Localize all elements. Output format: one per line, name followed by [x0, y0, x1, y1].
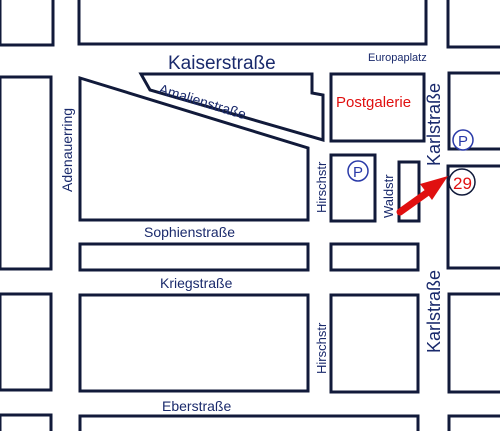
- street-label-hirschstr-lower: Hirschstr: [314, 322, 329, 374]
- block-top-left: [0, 0, 55, 47]
- block-top-middle: [77, 0, 428, 46]
- block-left-west: [0, 75, 53, 271]
- street-label-hirschstr-upper: Hirschstr: [314, 161, 329, 213]
- block-amalien-sophien: [78, 75, 310, 222]
- street-label-europaplatz: Europaplatz: [368, 52, 427, 64]
- street-label-sophienstrasse: Sophienstraße: [144, 224, 235, 240]
- street-label-kriegstrasse: Kriegstraße: [160, 275, 233, 291]
- house-number-label: 29: [453, 174, 472, 193]
- block-lower-hirsch-east: [329, 293, 420, 394]
- parking-icon: P: [347, 160, 369, 182]
- parking-icon: P: [452, 129, 474, 151]
- street-label-waldstr: Waldstr: [381, 174, 396, 218]
- block-sophien-strip-left: [78, 242, 310, 272]
- block-top-right: [446, 0, 500, 49]
- block-postgalerie: [329, 72, 426, 143]
- block-bottom-middle: [78, 414, 420, 431]
- street-label-karlstrasse-upper: Karlstraße: [424, 83, 444, 166]
- block-bottom-left: [0, 413, 53, 431]
- parking-label-1: P: [353, 164, 363, 181]
- street-label-adenauerring: Adenauerring: [59, 108, 75, 192]
- landmark-postgalerie: Postgalerie: [336, 94, 411, 111]
- house-number-badge: 29: [448, 168, 476, 196]
- street-label-eberstrasse: Eberstraße: [162, 398, 231, 414]
- block-sophien-strip-right: [329, 242, 420, 272]
- block-bottom-right: [447, 414, 500, 431]
- block-kaiser-amalien: [138, 72, 325, 142]
- block-lower-left-west: [0, 292, 53, 392]
- parking-label-2: P: [458, 133, 468, 150]
- location-arrow-icon: [396, 176, 448, 216]
- street-label-kaiserstrasse: Kaiserstraße: [168, 53, 276, 74]
- block-lower-middle: [78, 293, 310, 393]
- street-label-karlstrasse-lower: Karlstraße: [424, 270, 444, 353]
- block-lower-right-east: [447, 292, 500, 394]
